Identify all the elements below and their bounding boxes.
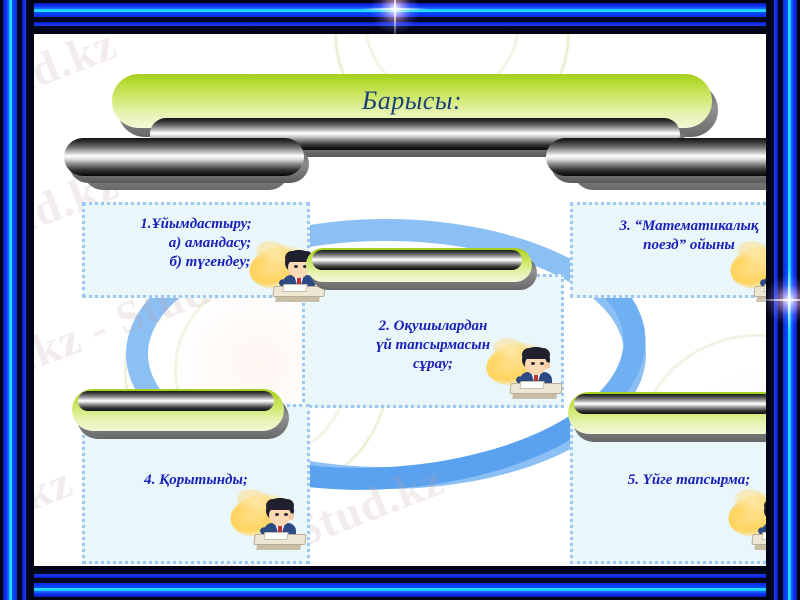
connector-bar-left [64, 138, 309, 183]
process-step-text-5: 5. Үйге тапсырма; [573, 471, 766, 490]
process-step-header-2 [306, 248, 537, 290]
process-step-text-1: 1.Ұйымдастыру; а) амандасу; б) түгендеу; [85, 215, 307, 271]
slide-frame-bottom [0, 566, 800, 600]
step-line: б) түгендеу; [169, 253, 251, 270]
page-title: Барысы: [361, 86, 463, 115]
step-line: 1.Ұйымдастыру; [140, 216, 252, 232]
process-step-header-4 [72, 389, 289, 439]
slide-frame-left [0, 0, 34, 600]
step-line: 3. “Математикалық [619, 218, 759, 234]
slide-frame-right [766, 0, 800, 600]
pupil-at-desk-icon [726, 235, 766, 302]
step-line: 5. Үйге тапсырма; [627, 472, 751, 488]
process-step-text-4: 4. Қорытынды; [85, 471, 307, 490]
process-step-box-3[interactable]: 3. “Математикалық поезд” ойыны [570, 202, 766, 298]
step-line: сұрау; [412, 355, 454, 372]
pupil-at-desk-icon [226, 483, 307, 550]
step-line: үй тапсырмасын [375, 336, 491, 353]
pupil-at-desk-icon [724, 483, 766, 550]
slide-frame-top [0, 0, 800, 34]
process-step-header-5 [568, 392, 766, 442]
step-line: 2. Оқушылардан [378, 318, 488, 334]
connector-bar-right [546, 138, 766, 183]
pupil-at-desk-icon [482, 332, 563, 399]
step-line: 4. Қорытынды; [144, 472, 248, 488]
process-step-text-2: 2. Оқушылардан үй тапсырмасын сұрау; [305, 317, 561, 373]
step-line: поезд” ойыны [643, 236, 735, 253]
slide-canvas: Stud.kz - Stud.kz Stud.kz - Stud.kz Stud… [34, 34, 766, 566]
process-step-text-3: 3. “Математикалық поезд” ойыны [573, 217, 766, 255]
step-line: а) амандасу; [168, 234, 252, 251]
